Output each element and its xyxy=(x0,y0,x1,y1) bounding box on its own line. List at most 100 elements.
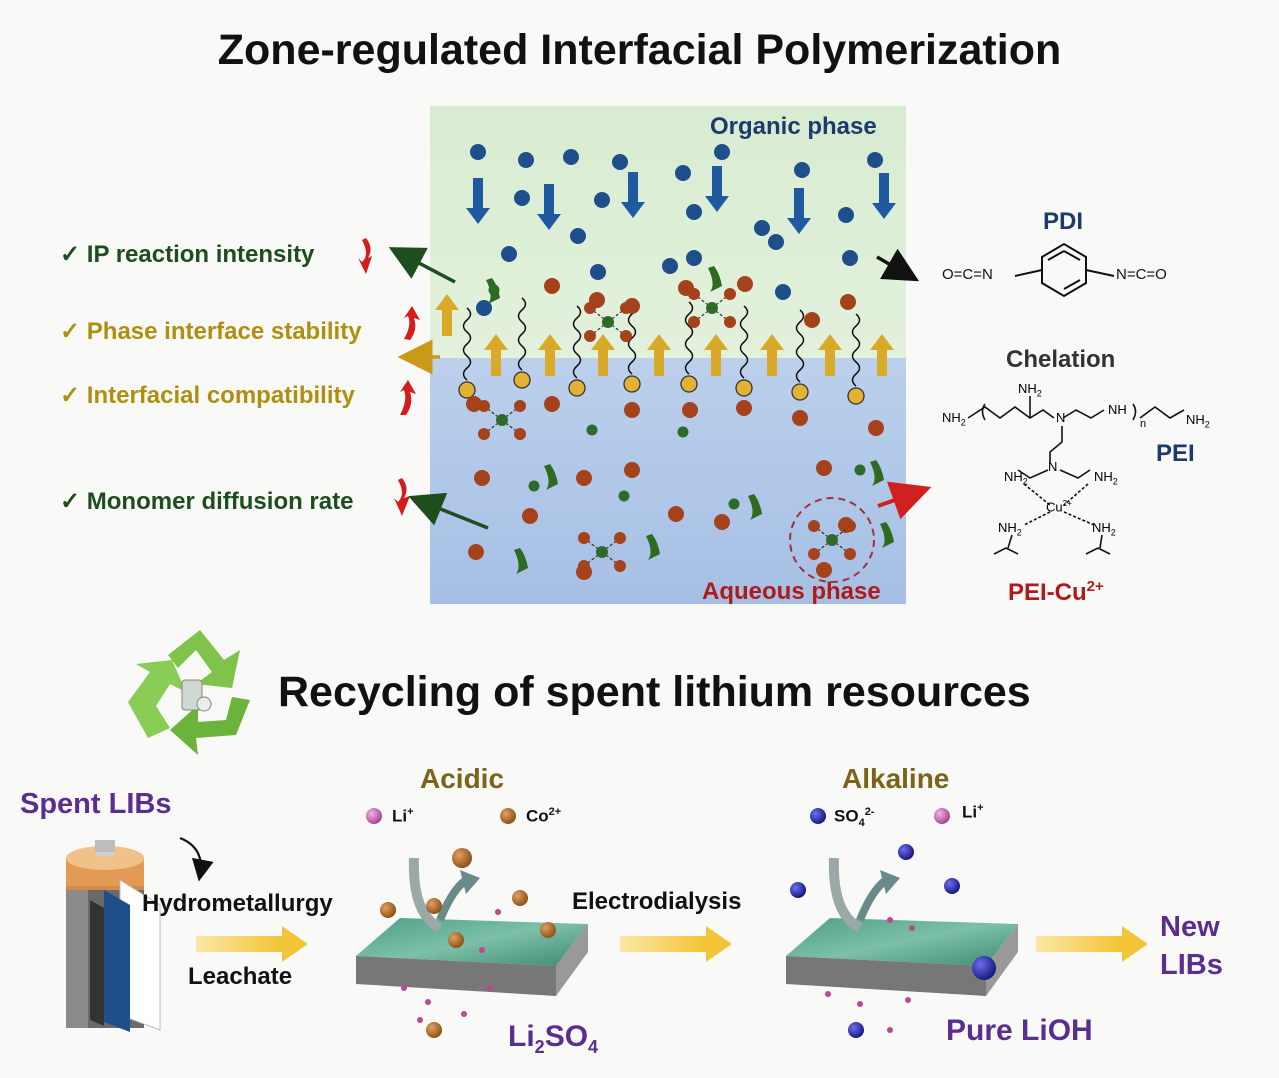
gold-up-arrow xyxy=(704,334,728,376)
surfactant-molecules xyxy=(458,297,865,405)
effect-label: Phase interface stability xyxy=(86,318,362,345)
ion-ball xyxy=(540,922,556,938)
surfactant-tail xyxy=(517,297,527,371)
surfactant-tail xyxy=(795,309,805,383)
bond xyxy=(813,525,833,541)
gold-up-arrow xyxy=(870,334,894,376)
ion-ball xyxy=(972,956,996,980)
li-small-ion xyxy=(887,1027,893,1033)
organic-phase-label: Organic phase xyxy=(710,113,877,140)
blue-dot xyxy=(842,250,858,266)
green-curved-arrow xyxy=(646,534,660,560)
effect-label: Monomer diffusion rate xyxy=(86,488,354,515)
blue-dot xyxy=(594,192,610,208)
ligand-dot xyxy=(688,316,700,328)
blue-dot xyxy=(768,234,784,250)
bond xyxy=(607,307,627,323)
brown-dot xyxy=(714,514,730,530)
pei-nh2-cu-left: NH2 xyxy=(1004,469,1028,487)
bond xyxy=(601,551,621,567)
pei-cu-center: Cu2+ xyxy=(1046,499,1072,515)
gold-up-arrow xyxy=(538,334,562,376)
pei-nh2-cu-right: NH2 xyxy=(1094,469,1118,487)
bond xyxy=(589,321,609,337)
gold-up-arrow xyxy=(647,334,671,376)
surfactant-head xyxy=(568,379,586,397)
ligand-dot xyxy=(584,330,596,342)
pdi-right-group: N=C=O xyxy=(1116,266,1167,283)
bond xyxy=(501,419,521,435)
green-curved-arrow xyxy=(880,522,894,548)
blue-down-arrow xyxy=(705,166,729,212)
ion-ball xyxy=(426,1022,442,1038)
pointer-arrow-pdi xyxy=(876,248,920,282)
bond xyxy=(601,537,621,553)
blue-dot xyxy=(501,246,517,262)
li-small-ion xyxy=(401,985,407,991)
so4-ion-legend: SO42- xyxy=(834,806,875,830)
aqueous-phase-label: Aqueous phase xyxy=(702,578,881,605)
ligand-dot xyxy=(578,532,590,544)
brown-dot xyxy=(544,278,560,294)
blue-dot xyxy=(775,284,791,300)
trend-up-arrow-stability xyxy=(404,306,420,340)
effect-diffusion: ✓ Monomer diffusion rate xyxy=(60,487,353,516)
pei-n-center: N xyxy=(1056,410,1066,425)
li-small-ion xyxy=(825,991,831,997)
bond xyxy=(693,293,713,309)
ligand-dot xyxy=(724,288,736,300)
bond xyxy=(813,539,833,555)
pei-n-lower: N xyxy=(1048,459,1058,474)
brown-dot xyxy=(522,508,538,524)
blue-dot xyxy=(662,258,678,274)
top-title: Zone-regulated Interfacial Polymerizatio… xyxy=(217,26,1062,74)
ligand-dot xyxy=(808,548,820,560)
ligand-dot xyxy=(724,316,736,328)
new-libs-line2: LIBs xyxy=(1160,949,1223,981)
ion-particles xyxy=(366,808,996,1038)
recycle-icon xyxy=(128,630,250,755)
pei-nh2-bl: NH2 xyxy=(998,520,1022,538)
pei-cu-text: PEI-Cu xyxy=(1008,579,1087,606)
blue-dot xyxy=(686,250,702,266)
alkaline-label: Alkaline xyxy=(842,763,950,794)
pei-monomers xyxy=(466,276,884,580)
pdi-left-group: O=C=N xyxy=(942,266,993,283)
aqueous-phase-region xyxy=(430,358,906,604)
li-small-ion xyxy=(857,1001,863,1007)
ligand-dot xyxy=(808,520,820,532)
bond xyxy=(711,293,731,309)
organic-phase-region xyxy=(430,106,906,358)
blue-dot xyxy=(612,154,628,170)
li-small-ion xyxy=(887,917,893,923)
green-curved-arrow xyxy=(870,460,884,486)
li-small-ion xyxy=(487,985,493,991)
bond xyxy=(831,525,851,541)
surfactant-head xyxy=(513,371,531,389)
surfactant-head xyxy=(458,381,476,399)
spent-battery-illustration xyxy=(66,840,161,1032)
blue-down-arrow xyxy=(621,172,645,218)
pdi-structure xyxy=(1014,242,1115,298)
ligand-dot xyxy=(584,302,596,314)
check-icon: ✓ xyxy=(60,318,81,345)
gold-up-arrow xyxy=(818,334,842,376)
bounce-arrow-alkaline xyxy=(828,857,900,933)
li2so4-label: Li2SO4 xyxy=(508,1020,599,1057)
ligand-dot xyxy=(688,288,700,300)
membrane-acidic xyxy=(356,918,588,996)
ion-ball xyxy=(790,882,806,898)
brown-dot xyxy=(737,276,753,292)
check-icon: ✓ xyxy=(60,241,81,268)
blue-dot xyxy=(838,207,854,223)
li-small-ion xyxy=(909,925,915,931)
ligand-dot xyxy=(614,560,626,572)
blue-dot xyxy=(570,228,586,244)
li-small-ion xyxy=(495,909,501,915)
cu-ion xyxy=(854,464,866,476)
effect-ip-reaction: ✓ IP reaction intensity xyxy=(60,240,314,269)
ion-ball xyxy=(366,808,382,824)
diffusion-up-arrows xyxy=(435,294,894,376)
surfactant-tail xyxy=(684,301,694,375)
